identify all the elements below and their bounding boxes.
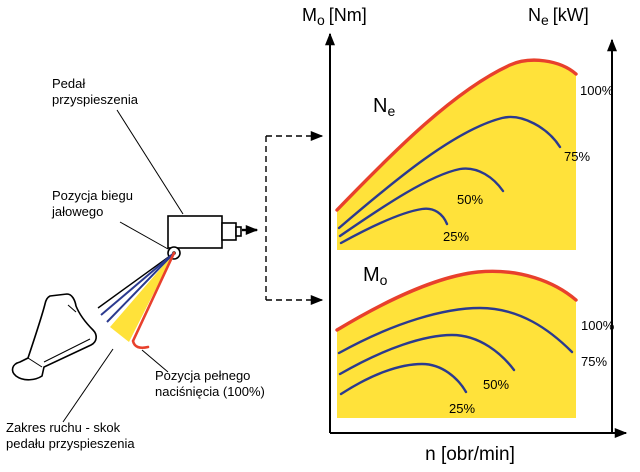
torque-percent-50: 50%: [483, 377, 509, 392]
shoe-sole-line: [43, 338, 91, 363]
accelerator-pedal-illustration: [11, 109, 242, 423]
full-press-line: [131, 251, 176, 350]
power-chart-label: Ne: [373, 95, 395, 119]
power-chart: Ne 100% 75% 50% 25%: [335, 58, 614, 250]
axis-label-speed: n [obr/min]: [425, 444, 515, 465]
callout-labels: Pedał przyspieszenia Pozycja biegu jałow…: [6, 76, 265, 451]
leader-line-full: [141, 349, 169, 373]
torque-percent-25: 25%: [449, 401, 475, 416]
leader-line-idle: [119, 221, 169, 250]
power-area: [337, 60, 576, 250]
idle-position-line-1: [100, 252, 175, 316]
signal-connector: [242, 131, 324, 305]
power-curve-100: [335, 58, 578, 212]
torque-chart: Mo 100% 75% 50% 25%: [335, 264, 615, 418]
power-percent-50: 50%: [457, 192, 483, 207]
torque-percent-100: 100%: [581, 318, 615, 333]
axes: Mo[Nm] Ne[kW] n [obr/min]: [302, 5, 628, 465]
power-curve-75: [337, 115, 562, 230]
torque-curve-75: [337, 306, 574, 355]
shoe-heel-line: [27, 357, 43, 368]
sensor-connector-pin: [235, 226, 242, 237]
label-pedal-line2: przyspieszenia: [52, 92, 139, 107]
shoe-outline: [11, 293, 97, 381]
label-full-line2: naciśnięcia (100%): [155, 384, 265, 399]
label-range-line2: pedału przyspieszenia: [6, 436, 135, 451]
leader-line-range: [62, 348, 114, 423]
shoe-lace-line: [67, 304, 77, 313]
pedal-range-fill: [110, 253, 174, 342]
pedal-range-fan: [97, 251, 176, 350]
torque-chart-label: Mo: [363, 264, 388, 288]
idle-position-line-2: [106, 252, 175, 323]
leader-line-pedal: [116, 109, 184, 215]
torque-curve-25: [339, 362, 468, 396]
power-percent-100: 100%: [580, 83, 614, 98]
label-range-line1: Zakres ruchu - skok: [6, 420, 121, 435]
torque-curve-50: [338, 333, 516, 376]
label-idle-line1: Pozycja biegu: [52, 188, 133, 203]
foot-illustration: [11, 293, 97, 381]
power-percent-75: 75%: [564, 149, 590, 164]
pedal-sensor: [167, 215, 223, 249]
power-percent-25: 25%: [443, 229, 469, 244]
sensor-connector: [221, 222, 237, 241]
label-pedal-line1: Pedał: [52, 76, 85, 91]
axis-label-torque: Mo[Nm]: [302, 5, 367, 28]
label-idle-line2: jałowego: [51, 204, 103, 219]
torque-curve-100: [335, 269, 578, 332]
pedal-lever-outline: [97, 252, 175, 309]
power-curve-50: [338, 167, 505, 238]
torque-percent-75: 75%: [581, 354, 607, 369]
torque-area: [337, 271, 576, 418]
power-curve-25: [339, 207, 449, 245]
label-full-line1: Pozycja pełnego: [155, 368, 250, 383]
axis-label-power: Ne[kW]: [528, 5, 589, 28]
